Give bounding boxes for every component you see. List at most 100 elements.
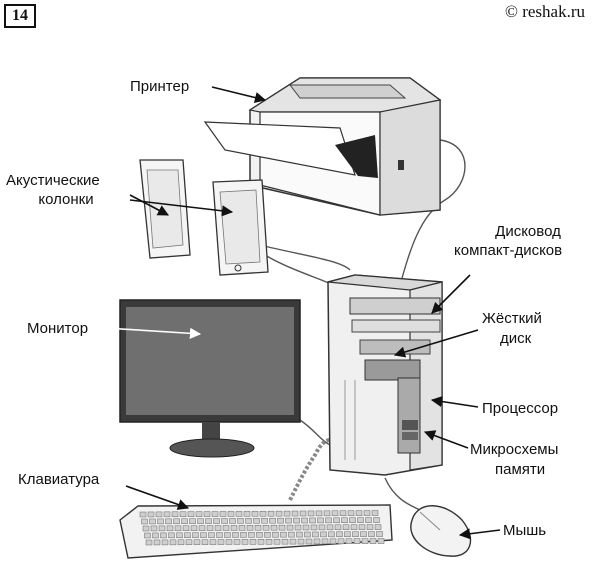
keyboard-key bbox=[237, 518, 244, 524]
keyboard bbox=[119, 504, 393, 559]
keyboard-key bbox=[203, 511, 211, 517]
keyboard-key bbox=[337, 538, 345, 545]
keyboard-key bbox=[248, 532, 255, 538]
keyboard-key bbox=[165, 518, 172, 525]
keyboard-key bbox=[193, 539, 201, 545]
keyboard-key bbox=[365, 517, 372, 523]
keyboard-key bbox=[147, 511, 155, 518]
keyboard-key bbox=[141, 518, 148, 525]
keyboard-key bbox=[288, 531, 295, 538]
keyboard-key bbox=[368, 531, 375, 537]
keyboard-key bbox=[310, 524, 318, 531]
keyboard-key bbox=[169, 539, 177, 546]
keyboard-key bbox=[305, 538, 313, 545]
keyboard-key bbox=[227, 511, 235, 517]
keyboard-key bbox=[269, 517, 276, 524]
keyboard-key bbox=[293, 517, 300, 524]
keyboard-key bbox=[280, 531, 287, 538]
keyboard-key bbox=[173, 518, 180, 525]
keyboard-key bbox=[334, 524, 342, 531]
keyboard-key bbox=[275, 510, 283, 517]
keyboard-key bbox=[195, 511, 203, 517]
keyboard-key bbox=[345, 538, 353, 544]
keyboard-key bbox=[309, 517, 316, 524]
keyboard-key bbox=[230, 525, 238, 531]
keyboard-key bbox=[331, 510, 339, 517]
keyboard-key bbox=[198, 525, 206, 531]
keyboard-key bbox=[238, 525, 246, 531]
keyboard-key bbox=[243, 511, 251, 517]
keyboard-key bbox=[249, 539, 257, 545]
ram-label-line2: памяти bbox=[495, 461, 546, 478]
keyboard-key bbox=[205, 518, 212, 524]
keyboard-key bbox=[259, 511, 267, 517]
keyboard-key bbox=[257, 539, 265, 545]
keyboard-key bbox=[182, 525, 190, 531]
keyboard-key bbox=[179, 511, 187, 517]
keyboard-key bbox=[181, 518, 188, 524]
keyboard-key bbox=[333, 517, 340, 524]
keyboard-key bbox=[363, 510, 371, 516]
cd-drive-label-line2: компакт-дисков bbox=[454, 242, 563, 259]
printer-label: Принтер bbox=[130, 78, 190, 95]
keyboard-key bbox=[262, 525, 270, 531]
keyboard-key bbox=[184, 532, 191, 538]
keyboard-key bbox=[232, 532, 239, 538]
keyboard-key bbox=[320, 531, 327, 538]
keyboard-key bbox=[206, 525, 214, 531]
keyboard-key bbox=[361, 538, 369, 544]
keyboard-key bbox=[160, 532, 167, 539]
keyboard-key bbox=[168, 532, 175, 539]
cpu-label: Процессор bbox=[482, 400, 559, 417]
keyboard-key bbox=[221, 518, 228, 524]
keyboard-key bbox=[240, 532, 247, 538]
keyboard-key bbox=[211, 511, 219, 517]
keyboard-key bbox=[312, 531, 319, 538]
cd-drive-label-line1: Дисковод bbox=[495, 223, 561, 240]
header-badge: 14 bbox=[4, 4, 36, 28]
system-unit bbox=[327, 274, 443, 476]
keyboard-key bbox=[347, 510, 355, 516]
keyboard-key bbox=[349, 517, 356, 523]
keyboard-label: Клавиатура bbox=[18, 471, 100, 488]
keyboard-key bbox=[149, 518, 156, 525]
keyboard-key bbox=[251, 511, 259, 517]
keyboard-key bbox=[358, 524, 366, 530]
keyboard-key bbox=[321, 538, 329, 545]
keyboard-key bbox=[224, 532, 231, 538]
keyboard-key bbox=[261, 518, 268, 524]
keyboard-key bbox=[201, 539, 209, 545]
keyboard-key bbox=[325, 517, 332, 524]
keyboard-key bbox=[166, 525, 174, 532]
keyboard-key bbox=[177, 539, 185, 546]
keyboard-key bbox=[355, 510, 363, 516]
speakers-label-line1: Акустические bbox=[6, 172, 100, 189]
keyboard-key bbox=[216, 532, 223, 538]
hdd-label-line1: Жёсткий bbox=[482, 310, 542, 327]
keyboard-key bbox=[158, 525, 166, 532]
keyboard-key bbox=[357, 517, 364, 523]
keyboard-key bbox=[235, 511, 243, 517]
keyboard-key bbox=[304, 531, 311, 538]
keyboard-key bbox=[373, 517, 380, 523]
keyboard-key bbox=[285, 517, 292, 524]
keyboard-key bbox=[315, 510, 323, 517]
keyboard-key bbox=[291, 510, 299, 517]
keyboard-key bbox=[176, 532, 183, 539]
keyboard-key bbox=[152, 532, 159, 539]
printer bbox=[203, 77, 442, 216]
keyboard-key bbox=[318, 524, 326, 531]
keyboard-key bbox=[377, 538, 385, 544]
keyboard-key bbox=[289, 538, 297, 545]
keyboard-key bbox=[328, 531, 335, 538]
keyboard-key bbox=[323, 510, 331, 517]
keyboard-key bbox=[192, 532, 199, 538]
keyboard-key bbox=[294, 524, 302, 531]
keyboard-key bbox=[374, 524, 382, 530]
keyboard-key bbox=[213, 518, 220, 524]
keyboard-key bbox=[197, 518, 204, 524]
speakers-label-line2: колонки bbox=[38, 191, 94, 208]
keyboard-key bbox=[342, 524, 350, 530]
keyboard-key bbox=[246, 525, 254, 531]
